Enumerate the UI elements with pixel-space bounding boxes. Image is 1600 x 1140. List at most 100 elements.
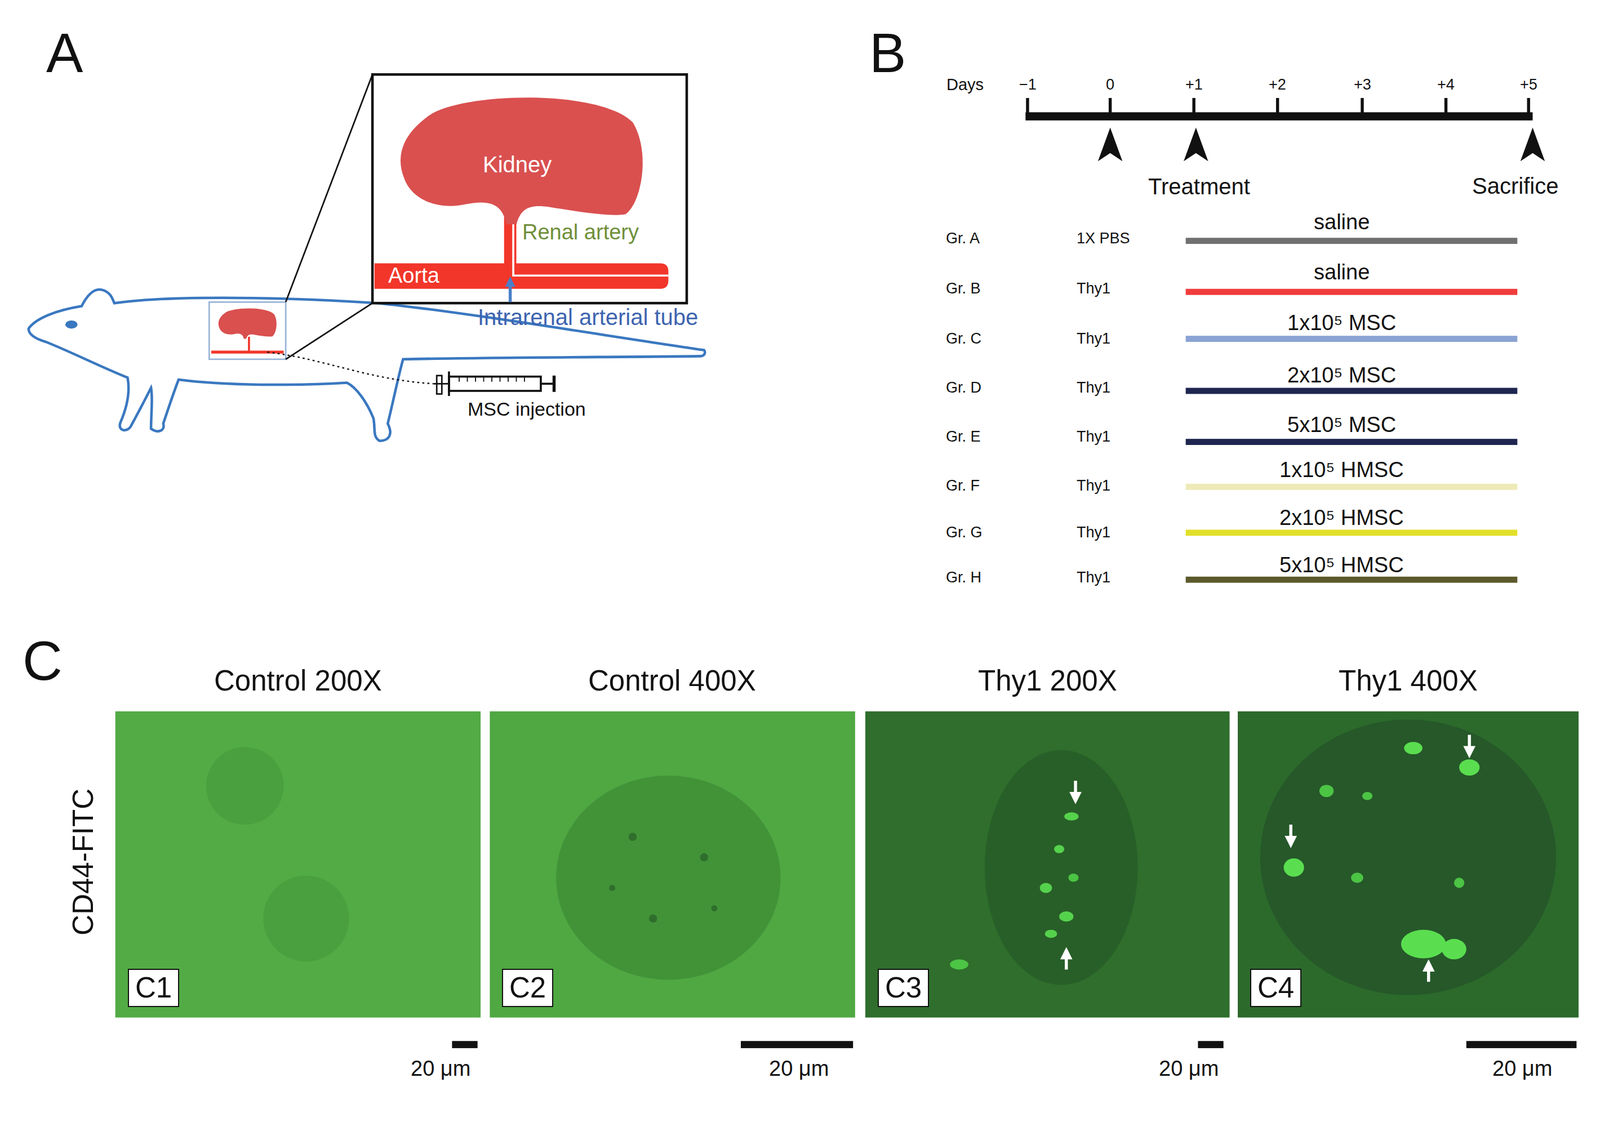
group-treatment: 5x10⁵ MSC	[1287, 412, 1397, 438]
micrograph-c4-part	[1459, 759, 1480, 776]
tick-label: +4	[1437, 76, 1455, 94]
zoom-lines	[285, 74, 373, 360]
group-model: Thy1	[1076, 523, 1111, 542]
syringe-icon-part	[499, 376, 501, 382]
node-label: C3	[885, 972, 922, 1004]
kidney-shape: Kidney	[396, 96, 646, 237]
panel-tag: C2	[501, 969, 554, 1008]
group-bars-part	[1185, 438, 1518, 446]
group-model: Thy1	[1076, 379, 1111, 397]
group-name: Gr. E	[945, 428, 981, 446]
tube-label: Intrarenal arterial tube	[477, 304, 699, 331]
catheter-line	[267, 352, 434, 384]
group-bars-part	[1185, 335, 1518, 342]
micrograph-c4-part	[1362, 792, 1373, 800]
timeline-axis-part	[1520, 127, 1545, 162]
timeline-axis-part	[1192, 98, 1195, 115]
timeline-axis-part	[1108, 98, 1112, 115]
catheter-line-part	[267, 352, 434, 384]
syringe-icon-part	[436, 375, 442, 395]
aorta-vessel: Aorta	[374, 263, 669, 289]
kidney-inset-part	[513, 209, 669, 276]
panel-letter: A	[46, 21, 83, 86]
group-name: Gr. F	[945, 477, 980, 495]
micrograph-c3-part	[1064, 812, 1079, 821]
micrograph-c4-part	[1284, 836, 1297, 849]
micrograph-c4-part	[1350, 872, 1364, 883]
tick-label: +5	[1520, 76, 1538, 94]
group-name: Gr. C	[945, 330, 982, 348]
stain-label: CD44-FITC	[67, 788, 101, 936]
panel-title: Thy1 400X	[1338, 664, 1478, 699]
micrograph-c1-part	[263, 876, 349, 962]
micrograph-c4-part	[1237, 711, 1579, 1019]
group-bars-part	[1185, 237, 1518, 244]
scale-bars	[451, 1041, 1577, 1049]
rat-outline-part	[65, 320, 78, 329]
rat-outline	[28, 289, 705, 442]
micrograph-c1-part	[115, 711, 481, 1019]
syringe-icon-part	[523, 376, 526, 382]
node-label: C2	[509, 972, 546, 1004]
tick-label: +1	[1185, 76, 1203, 94]
micrograph-c1	[115, 711, 481, 1019]
syringe-icon-part	[483, 376, 485, 382]
node-label: Aorta	[388, 263, 440, 289]
micrograph-c2	[489, 711, 855, 1019]
tick-label: 0	[1105, 76, 1115, 94]
syringe-icon-part	[491, 376, 493, 382]
micrograph-c2-part	[609, 885, 616, 892]
panel-letter: C	[22, 629, 63, 693]
node-label: Kidney	[482, 151, 552, 178]
group-model: Thy1	[1076, 569, 1111, 587]
group-name: Gr. A	[945, 229, 980, 248]
zoom-lines-part	[285, 303, 373, 360]
micrograph-c3-part	[1054, 845, 1065, 853]
timeline-axis-part	[1025, 98, 1029, 115]
group-bars-part	[1185, 483, 1518, 491]
kidney-inset-part	[505, 276, 516, 287]
group-name: Gr. D	[945, 379, 982, 397]
timeline-axis-part	[1183, 127, 1208, 162]
scale-label: 20 μm	[1492, 1056, 1553, 1082]
micrograph-panel: Thy1 200XC3	[865, 710, 1230, 1017]
micrograph-c4-part	[1260, 719, 1557, 995]
micrograph-c4-part	[1319, 784, 1334, 798]
zoom-lines-part	[285, 74, 373, 302]
panel-title: Control 400X	[588, 664, 757, 699]
rat-kidney-marker	[209, 301, 286, 359]
group-name: Gr. H	[945, 569, 982, 587]
syringe-icon-part	[449, 376, 541, 391]
micrograph-c2-part	[628, 833, 637, 842]
micrograph-c3-part	[949, 959, 969, 970]
group-model: Thy1	[1076, 280, 1111, 298]
panel-title: Thy1 200X	[978, 664, 1118, 699]
micrograph-c3-part	[1040, 882, 1053, 893]
micrograph-c4-part	[1401, 930, 1447, 959]
kidney-inset-part	[508, 285, 512, 302]
micrograph-c3-part	[1059, 911, 1074, 922]
syringe-icon-part	[540, 382, 555, 385]
rat-kidney-marker-part	[209, 301, 286, 359]
micrograph-c2-part	[649, 914, 657, 923]
micrograph-c3-part	[1068, 873, 1079, 882]
syringe-icon-part	[474, 376, 477, 382]
timeline-axis-part	[1526, 98, 1530, 115]
group-bars-part	[1185, 576, 1518, 584]
micrograph-panel: Control 400XC2	[489, 710, 855, 1017]
scale-label: 20 μm	[1158, 1056, 1219, 1082]
rat-kidney-marker-part-part	[218, 308, 277, 340]
timeline-axis	[1025, 98, 1545, 162]
group-treatment: 1x10⁵ HMSC	[1279, 458, 1404, 483]
micrograph-c2-part	[556, 775, 781, 980]
group-name: Gr. G	[945, 523, 983, 542]
syringe-icon-part	[467, 376, 469, 382]
panel-letter: B	[869, 21, 906, 86]
micrograph-c3-part	[984, 750, 1139, 986]
rat-kidney-marker-part	[218, 308, 277, 340]
scale-label: 20 μm	[769, 1056, 829, 1082]
syringe-icon-part	[552, 375, 556, 393]
panel-title: Control 200X	[214, 664, 382, 699]
group-treatment: 2x10⁵ MSC	[1287, 363, 1397, 389]
timeline-axis-part	[1444, 98, 1448, 115]
